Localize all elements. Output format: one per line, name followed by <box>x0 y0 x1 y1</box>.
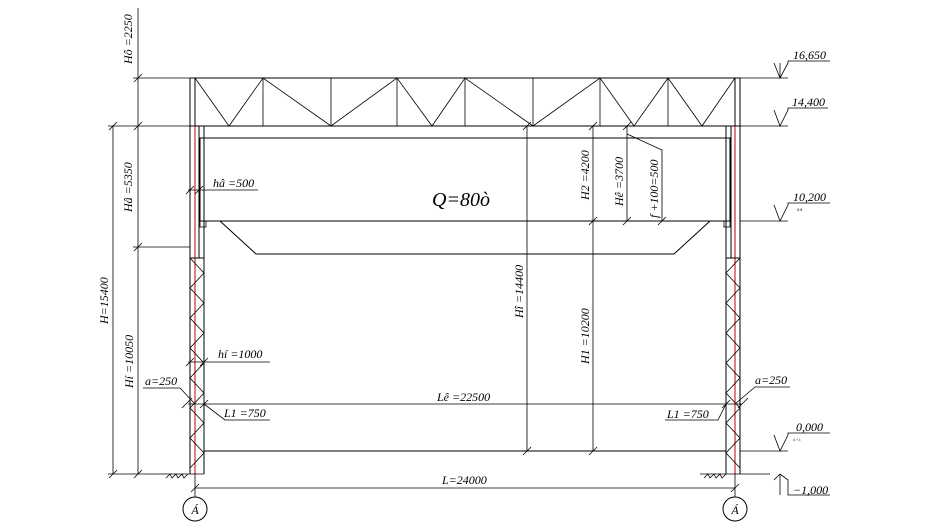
crane-load-label: Q=80ò <box>432 189 490 211</box>
elevation-14400: 14,400 <box>792 95 825 109</box>
elevation-marks: 16,650 14,400 10,200 ã.ð. 0,000 ó.÷.ï. −… <box>740 48 830 497</box>
dim-Lk: Lê =22500 <box>436 390 490 404</box>
crane-bridge <box>199 137 731 255</box>
roof-truss <box>190 77 740 127</box>
dim-H0: Hî =14400 <box>512 265 526 319</box>
interior-dimensions: Hî =14400 H1 =10200 H2 =4200 Hê =3700 f … <box>512 121 667 456</box>
axis-label-left: Á <box>190 503 199 517</box>
dim-H1: H1 =10200 <box>578 308 592 365</box>
dim-hn: hí =1000 <box>218 347 262 361</box>
axis-label-right: Á <box>730 503 739 517</box>
dim-Hk: Hê =3700 <box>612 157 626 207</box>
left-column <box>189 78 205 474</box>
elevation-minus1000: −1,000 <box>793 483 828 497</box>
dim-a-right: a=250 <box>755 373 787 387</box>
elevation-0000: 0,000 <box>796 420 823 434</box>
axis-markers: Á Á <box>182 474 748 522</box>
dim-f100: f +100=500 <box>647 159 661 218</box>
dim-H: H=15400 <box>97 277 111 325</box>
elevation-10200: 10,200 <box>793 190 826 204</box>
left-dimensions: Hô =2250 Hâ =5350 Hí =10050 H=15400 <box>97 8 190 479</box>
dim-H2: H2 =4200 <box>578 150 592 201</box>
dim-Hn: Hí =10050 <box>122 335 136 389</box>
dim-Hv: Hâ =5350 <box>121 162 135 213</box>
dim-a-left: a=250 <box>145 374 177 388</box>
elevation-0000-note: ó.÷.ï. <box>793 437 801 442</box>
dim-L1-right: L1 =750 <box>666 407 709 421</box>
right-column <box>725 78 741 474</box>
dim-L: L=24000 <box>441 473 487 487</box>
dim-hv: hâ =500 <box>213 176 254 190</box>
ground-hatch <box>165 473 727 479</box>
elevation-16650: 16,650 <box>793 48 826 62</box>
dim-Ho: Hô =2250 <box>121 14 135 65</box>
dim-L1-left: L1 =750 <box>223 406 266 420</box>
elevation-10200-note: ã.ð. <box>797 207 803 212</box>
span-dimensions: Lê =22500 L=24000 <box>188 390 742 493</box>
column-dims: hâ =500 hí =1000 a=250 L1 =750 a=250 L1 … <box>143 176 790 421</box>
